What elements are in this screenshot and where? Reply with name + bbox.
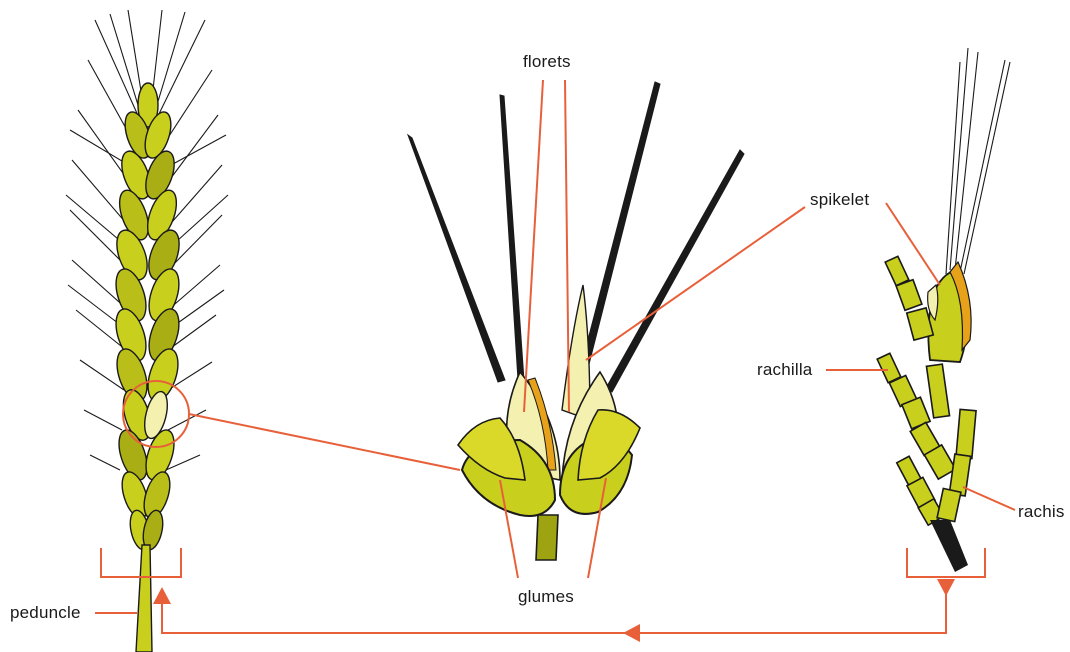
rachis-base: [930, 520, 968, 572]
ear-spikelets: [110, 83, 185, 551]
label-peduncle: peduncle: [10, 603, 81, 623]
spikelet-base: [536, 515, 558, 560]
peduncle-stem: [136, 545, 152, 652]
arrow-up-icon: [153, 587, 171, 604]
arrow-left-icon: [623, 624, 640, 642]
label-glumes: glumes: [518, 587, 574, 607]
callout-circle-to-spikelet: [189, 414, 460, 470]
spikelet-detail-illustration: [408, 82, 744, 560]
wheat-ear-illustration: [66, 10, 228, 652]
label-spikelet: spikelet: [810, 190, 869, 210]
callout-florets-right: [565, 80, 569, 412]
rachis-awns: [946, 48, 1010, 274]
callout-florets-left: [524, 80, 543, 412]
label-florets: florets: [523, 52, 571, 72]
callout-rachis: [963, 487, 1015, 510]
label-rachilla: rachilla: [757, 360, 812, 380]
arrow-down-icon: [937, 579, 955, 596]
label-rachis: rachis: [1018, 502, 1065, 522]
ear-awns: [66, 10, 228, 470]
rachis-detail-illustration: [877, 48, 1010, 572]
